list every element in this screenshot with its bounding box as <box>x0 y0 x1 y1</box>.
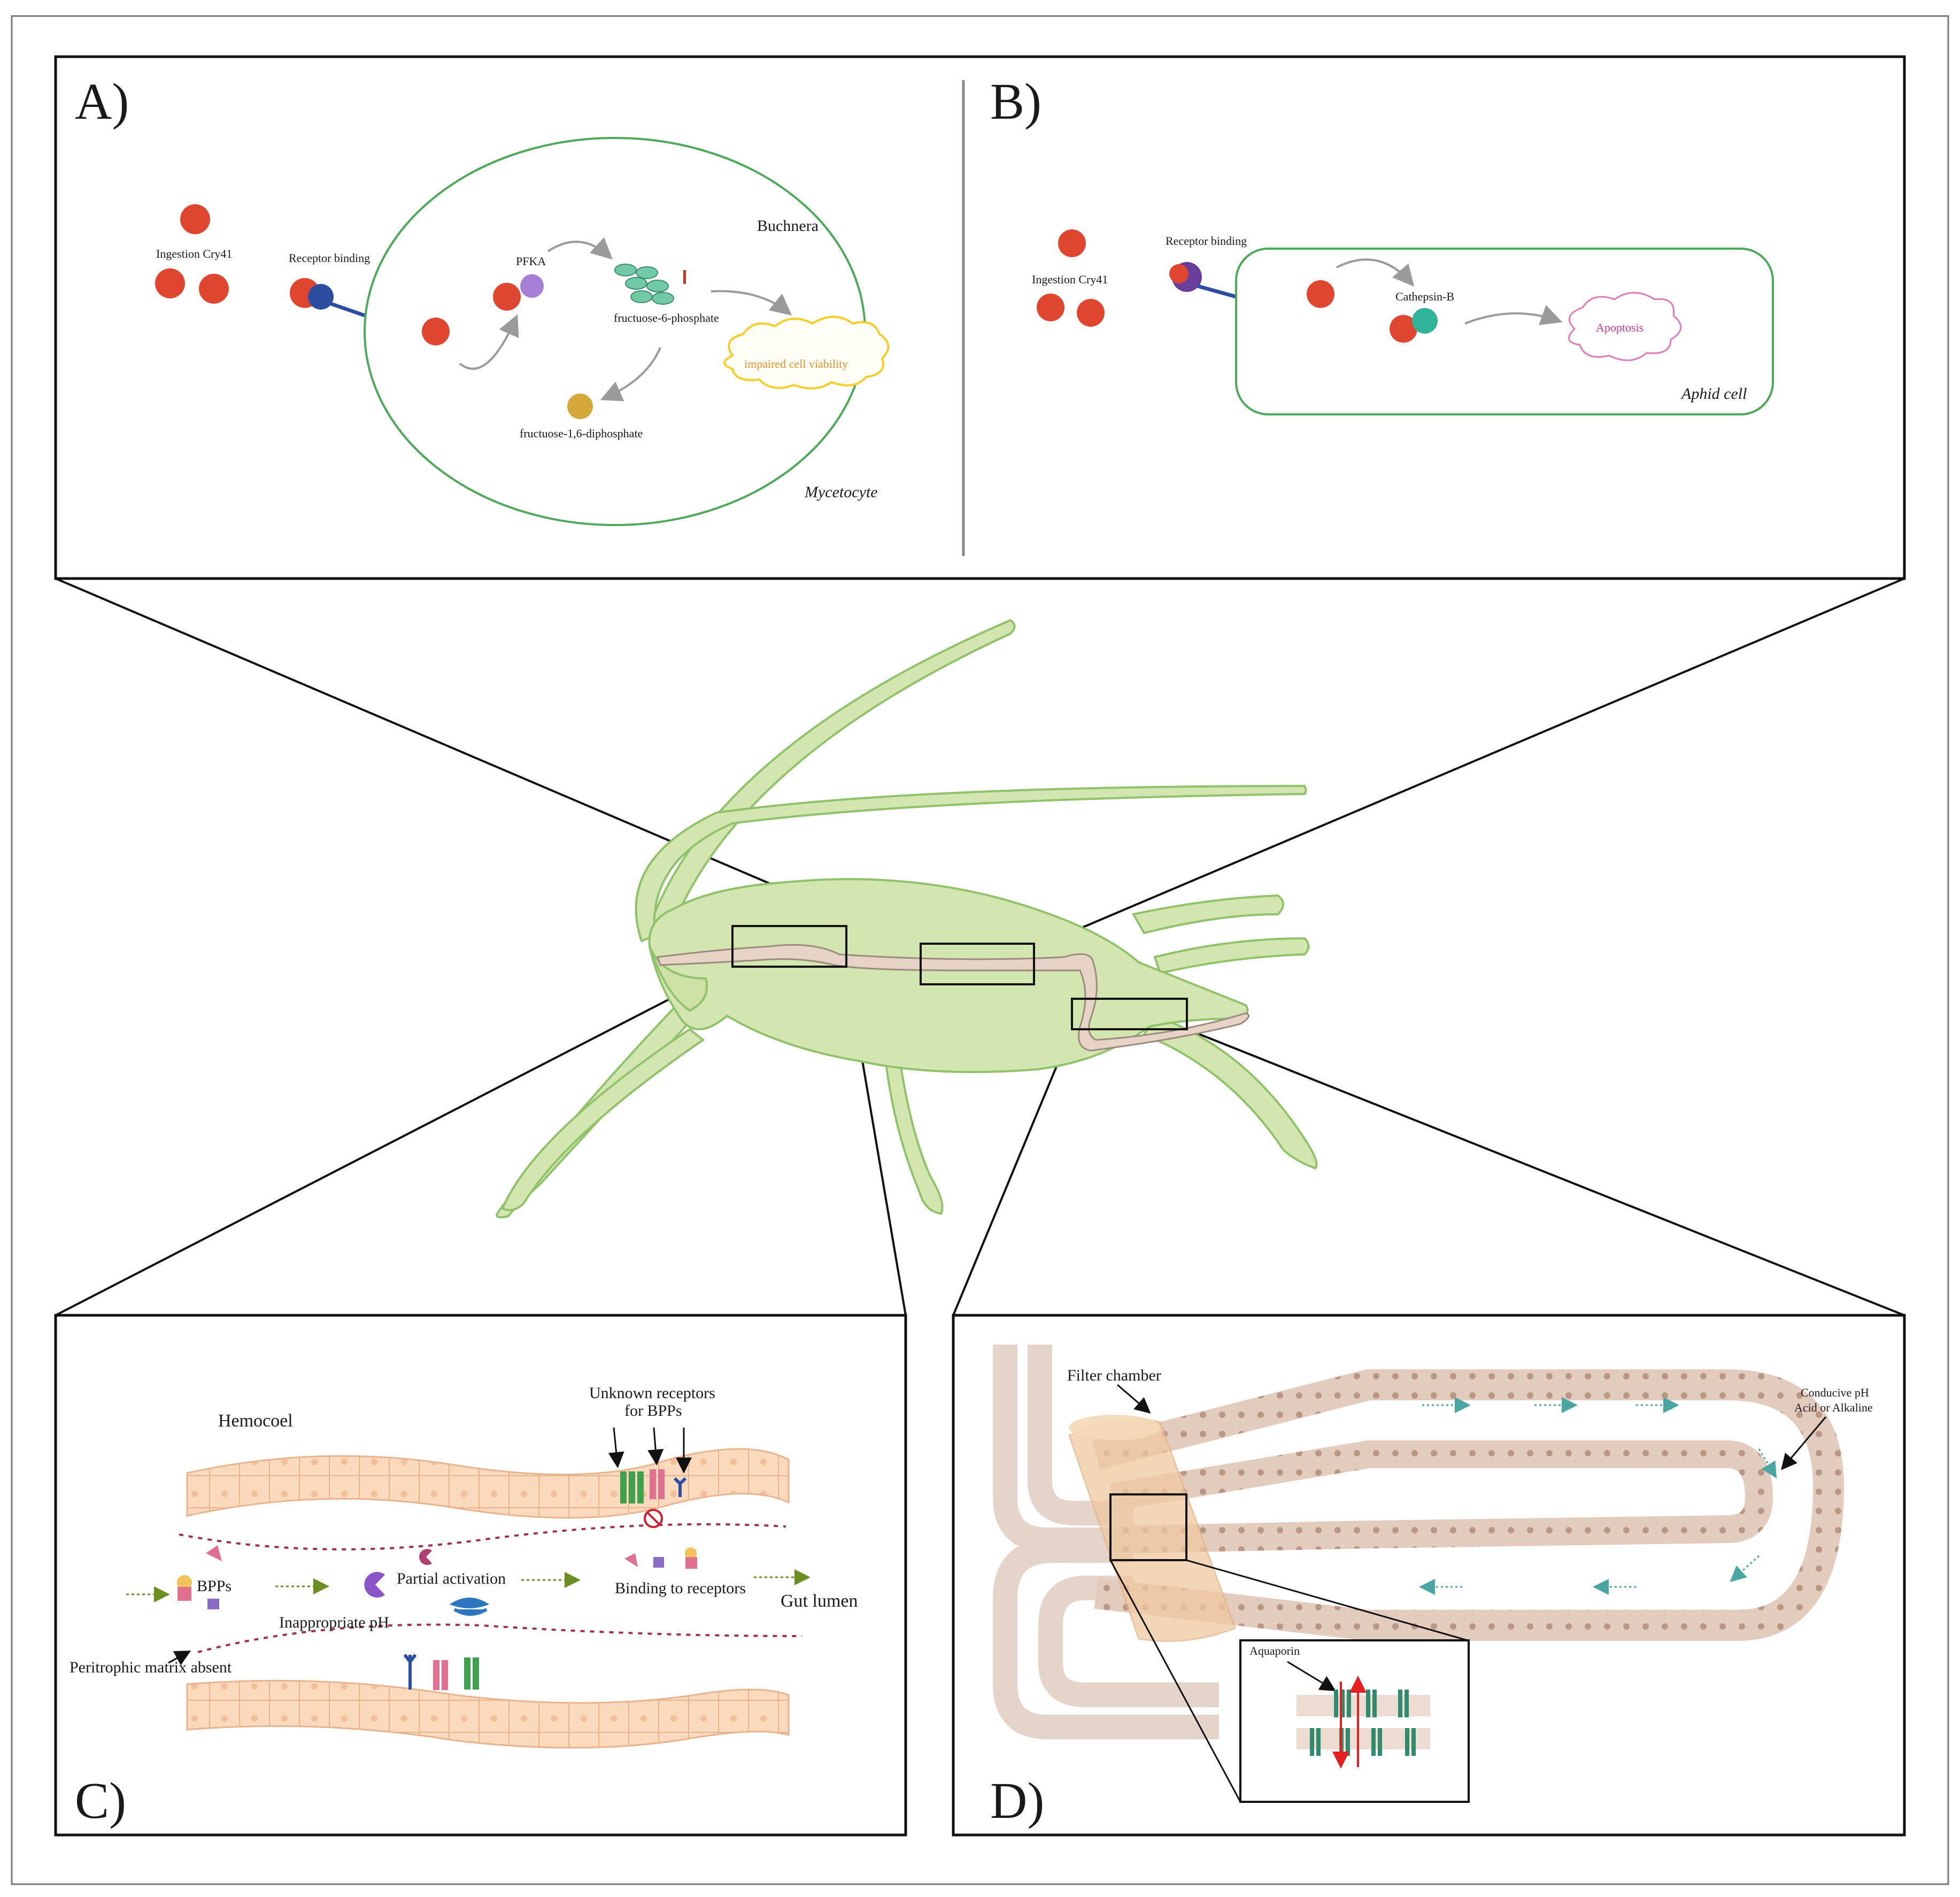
toxin-inside <box>422 318 450 345</box>
arrow-to-f16dp <box>600 347 661 402</box>
conducive-ph-label-1: Conducive pH <box>1801 1386 1869 1399</box>
ingestion-label-b: Ingestion Cry41 <box>1032 273 1108 286</box>
arrow-to-impaired <box>711 290 792 316</box>
unknown-receptors-label-1: Unknown receptors <box>589 1384 715 1402</box>
flow-arrows-d <box>1419 1397 1777 1595</box>
receptor-binding-label: Receptor binding <box>289 251 370 265</box>
cathepsin-enzyme <box>1412 308 1438 334</box>
cry41-toxins <box>155 204 229 304</box>
partial-activation-label: Partial activation <box>397 1570 506 1587</box>
f16dp-label: fructuose-1,6-diphosphate <box>520 427 643 440</box>
arrow-to-apoptosis <box>1464 305 1563 326</box>
zoom-boxes <box>731 925 1188 1030</box>
binding-receptors-label: Binding to receptors <box>615 1579 746 1597</box>
cry41-toxins-b <box>1037 229 1105 327</box>
aquaporin-zoom-box <box>1109 1493 1187 1561</box>
aphid-head <box>649 946 708 1012</box>
aphid-leg-back <box>501 1028 705 1212</box>
bottom-receptors <box>403 1654 479 1690</box>
lower-epithelium <box>186 1679 790 1749</box>
loop-tube-outer <box>1092 1369 1845 1641</box>
peritrophic-arrow <box>168 1651 191 1665</box>
apoptosis-cloud <box>1568 292 1682 361</box>
panel-d-letter: D) <box>990 1772 1044 1829</box>
f16dp-molecule <box>567 394 593 419</box>
cathepsin-label: Cathepsin-B <box>1395 290 1454 303</box>
aphid-gut <box>656 944 1250 1052</box>
panel-c: Hemocoel Unknown receptors for BPPs <box>70 1384 858 1829</box>
apoptosis-label: Apoptosis <box>1596 321 1643 334</box>
toxin-in-cell <box>1307 280 1334 308</box>
filter-chamber-arrow <box>1117 1384 1151 1414</box>
aphid <box>496 619 1318 1219</box>
filter-chamber-top <box>1069 1415 1161 1440</box>
partial-activation-protein-2 <box>419 1549 432 1566</box>
conducive-ph-arrow <box>1781 1416 1827 1470</box>
pfka-enzyme <box>520 274 544 298</box>
toxin-cathepsin <box>1390 315 1417 343</box>
receptor-stalk <box>325 300 366 318</box>
aphid-leg-right-2 <box>1153 937 1310 975</box>
panel-c-frame <box>54 1314 907 1837</box>
arrow-to-pfka <box>459 314 519 370</box>
hemocoel-label: Hemocoel <box>218 1411 293 1431</box>
f6p-marker <box>683 270 686 284</box>
aphid-body <box>648 878 1249 1073</box>
aphid-leg-right-1 <box>1131 894 1284 935</box>
panel-c-letter: C) <box>75 1772 126 1829</box>
f6p-label: fructuose-6-phosphate <box>614 311 719 325</box>
partial-activation-protein-3 <box>449 1598 490 1616</box>
top-receptors <box>608 1427 692 1528</box>
receptor-binding-label-b: Receptor binding <box>1166 234 1247 248</box>
aquaporin-arrow <box>1287 1661 1337 1692</box>
aphid-leg-right-3 <box>1143 1014 1318 1170</box>
gut-lumen-label: Gut lumen <box>781 1591 858 1611</box>
conducive-ph-label-2: Acid or Alkaline <box>1794 1401 1873 1414</box>
peritrophic-label: Peritrophic matrix absent <box>70 1659 232 1676</box>
inappropriate-ph-label: Inappropriate pH <box>279 1614 389 1631</box>
aphid-antenna-2 <box>635 784 1307 943</box>
receptor <box>308 284 334 310</box>
buchnera-label: Buchnera <box>757 217 819 235</box>
toxin-pfka <box>493 283 521 311</box>
pfka-label: PFKA <box>516 255 546 268</box>
unknown-receptors-label-2: for BPPs <box>624 1402 682 1420</box>
loop-tube-inner <box>1109 1440 1773 1554</box>
partial-activation-protein <box>364 1572 385 1598</box>
arrow-to-f6p <box>547 237 613 260</box>
inset-line-1 <box>1109 1560 1241 1802</box>
aquaporin-channels <box>1310 1690 1416 1756</box>
receptor-stalk-b <box>1197 284 1237 299</box>
mycetocyte-label: Mycetocyte <box>804 483 878 501</box>
aphid-cell-label: Aphid cell <box>1680 385 1747 403</box>
panel-d: Filter chamber Conducive pH Acid or Alka… <box>990 1345 1873 1829</box>
panel-a-letter: A) <box>75 73 129 130</box>
bound-toxin-b <box>1169 264 1189 283</box>
impaired-label: impaired cell viability <box>744 357 848 371</box>
aphid-cell-box <box>1235 248 1774 415</box>
aquaporin-label: Aquaporin <box>1249 1644 1300 1657</box>
outer-frame <box>11 15 1949 1885</box>
bpps-proteins <box>177 1545 222 1609</box>
f6p-molecule <box>614 264 674 305</box>
aphid-leg-mid <box>883 1046 944 1215</box>
binding-proteins <box>624 1547 697 1569</box>
filter-chamber-label: Filter chamber <box>1067 1367 1161 1384</box>
inset-membrane-top <box>1297 1695 1430 1716</box>
arrow-to-cathepsin <box>1336 258 1415 287</box>
outer-tubes <box>993 1345 1219 1739</box>
impaired-cloud <box>723 315 890 390</box>
panel-a: A) Ingestion Cry41 Receptor binding PFKA… <box>75 73 890 526</box>
panel-b: B) Ingestion Cry41 Receptor binding Cath… <box>990 73 1774 415</box>
bpps-label: BPPs <box>197 1577 232 1595</box>
ingestion-label: Ingestion Cry41 <box>156 247 232 260</box>
panel-b-letter: B) <box>990 73 1041 130</box>
aquaporin-inset <box>1239 1639 1470 1803</box>
inset-line-2 <box>1186 1559 1468 1641</box>
